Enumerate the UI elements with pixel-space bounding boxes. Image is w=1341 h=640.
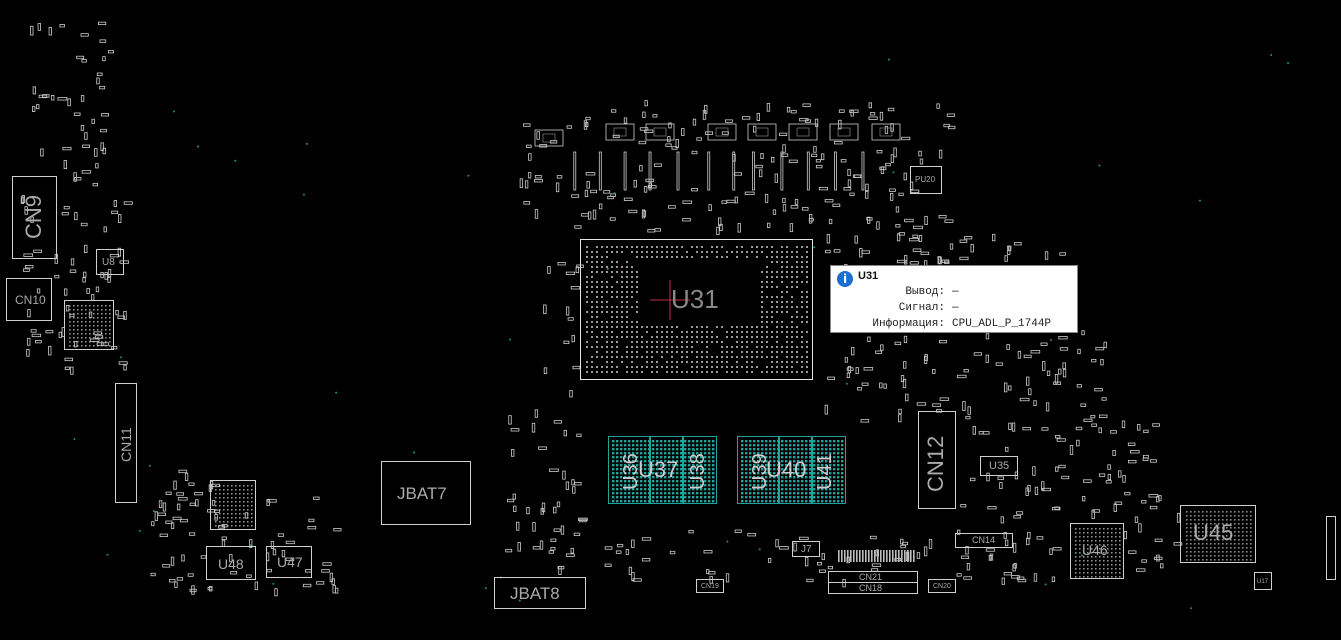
- connector-jbat7[interactable]: JBAT7: [381, 461, 471, 525]
- memory-u38[interactable]: [683, 436, 717, 504]
- cn18-label: CN18: [859, 583, 883, 593]
- connector-cn11[interactable]: CN11: [115, 383, 137, 503]
- connector-cn12[interactable]: CN12: [918, 411, 956, 509]
- j7-label: J7: [801, 544, 812, 555]
- chip-u46[interactable]: U46: [1070, 523, 1124, 579]
- u46-label: U46: [1082, 542, 1108, 558]
- chip-pu20[interactable]: PU20: [910, 166, 942, 194]
- cn11-label: CN11: [118, 427, 134, 462]
- u8-label: U8: [102, 257, 115, 268]
- memory-u39[interactable]: [737, 436, 779, 504]
- connector-cn20[interactable]: CN20: [928, 579, 956, 593]
- cn21-label: CN21: [859, 572, 883, 582]
- chip-u47[interactable]: U47: [266, 546, 312, 578]
- u37-label: U37: [638, 457, 679, 482]
- connector-cn10[interactable]: CN10: [6, 278, 52, 321]
- u40-label: U40: [766, 457, 807, 482]
- component-info-tooltip: i U31 Вывод: — Сигнал: — Информация: CPU…: [830, 265, 1078, 333]
- connector-cn9[interactable]: CN9: [12, 176, 57, 259]
- tooltip-key: Информация:: [872, 318, 945, 330]
- info-icon: i: [837, 271, 853, 287]
- tooltip-row-pin: Вывод: —: [831, 286, 1079, 300]
- memory-u41[interactable]: [812, 436, 846, 504]
- memory-u40[interactable]: [779, 436, 812, 504]
- chip-u17[interactable]: U17: [1254, 572, 1272, 590]
- chip-u8[interactable]: U8: [96, 249, 124, 275]
- u17-label: U17: [1257, 579, 1269, 585]
- u45-label: U45: [1193, 520, 1234, 545]
- tooltip-value: —: [952, 302, 959, 314]
- tooltip-row-info: Информация: CPU_ADL_P_1744P: [831, 318, 1079, 332]
- pu20-label: PU20: [915, 175, 936, 184]
- u41-label: U41: [814, 453, 836, 490]
- connector-jbat8[interactable]: JBAT8: [494, 577, 586, 609]
- u31-label: U31: [671, 284, 719, 314]
- tooltip-key: Вывод:: [905, 286, 945, 298]
- chip-bga-bottom-left[interactable]: [210, 480, 256, 530]
- tooltip-row-signal: Сигнал: —: [831, 302, 1079, 316]
- connector-cn18[interactable]: CN18: [828, 582, 918, 594]
- cn10-label: CN10: [15, 293, 46, 307]
- chip-bga-left[interactable]: [64, 300, 114, 350]
- chip-u35[interactable]: U35: [980, 456, 1018, 476]
- tooltip-value: CPU_ADL_P_1744P: [952, 318, 1052, 330]
- u48-label: U48: [218, 556, 244, 572]
- jbat7-label: JBAT7: [397, 484, 447, 503]
- connector-cn19[interactable]: CN19: [696, 579, 724, 593]
- u47-label: U47: [277, 554, 303, 570]
- cn19-label: CN19: [701, 583, 719, 590]
- tooltip-title: U31: [858, 270, 879, 282]
- u35-label: U35: [989, 460, 1010, 472]
- cn12-label: CN12: [923, 435, 948, 492]
- tooltip-value: —: [952, 286, 959, 298]
- tooltip-key: Сигнал:: [898, 302, 945, 314]
- u38-label: U38: [687, 453, 709, 490]
- chip-u48[interactable]: U48: [206, 546, 256, 580]
- memory-u37[interactable]: [650, 436, 683, 504]
- connector-right-edge[interactable]: [1326, 516, 1336, 580]
- cn14-label: CN14: [972, 535, 996, 545]
- jbat8-label: JBAT8: [510, 584, 560, 603]
- chip-u45[interactable]: U45: [1180, 505, 1256, 563]
- cn20-label: CN20: [933, 583, 951, 590]
- memory-u36[interactable]: [608, 436, 650, 504]
- chip-u31-cpu[interactable]: U31: [580, 239, 813, 380]
- connector-j7[interactable]: J7: [792, 541, 820, 557]
- cn9-label: CN9: [21, 194, 46, 239]
- connector-cn14[interactable]: CN14: [955, 533, 1013, 548]
